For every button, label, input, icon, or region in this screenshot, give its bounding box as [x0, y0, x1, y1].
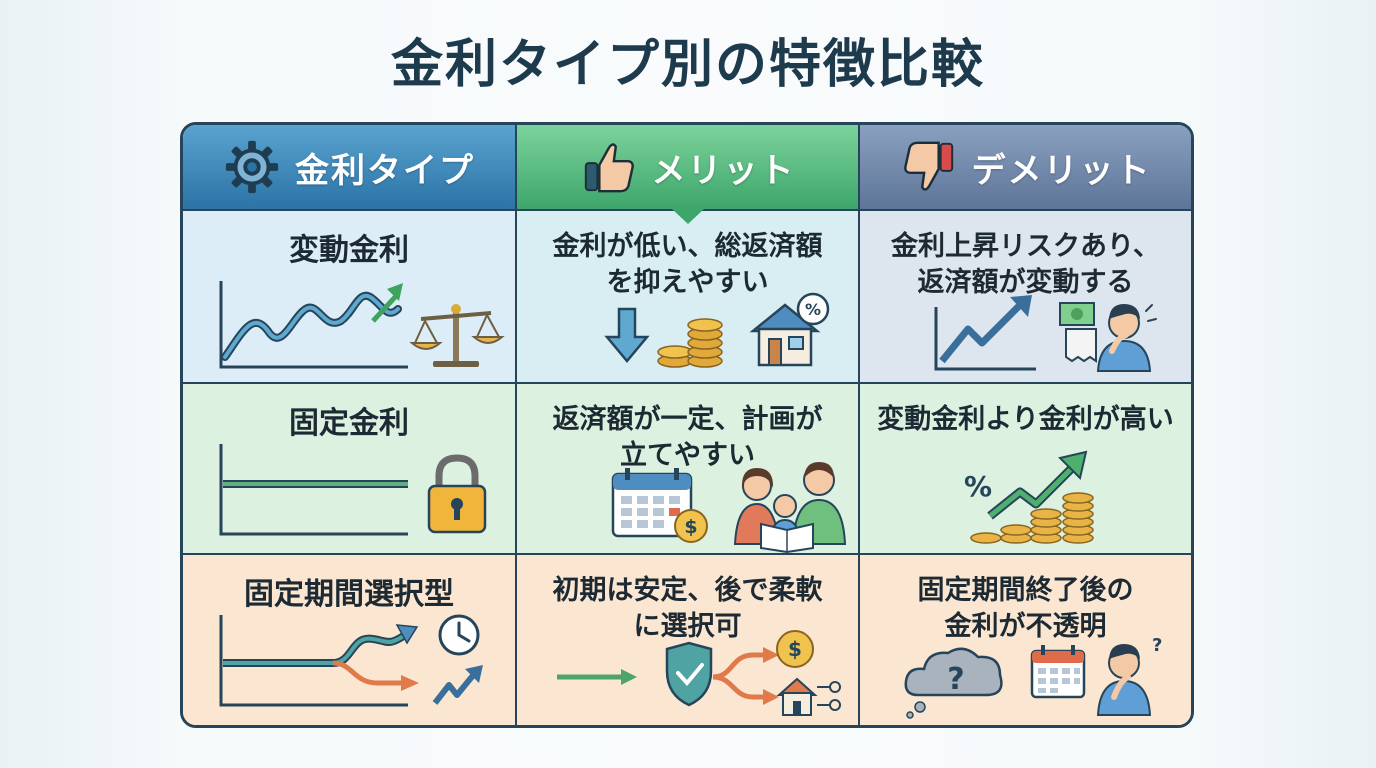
clock-icon	[438, 614, 480, 656]
coin-stack-icon	[657, 318, 723, 368]
row-period-demerit: 固定期間終了後の 金利が不透明 ?	[860, 555, 1191, 725]
thumbs-up-icon	[584, 143, 634, 193]
trend-arrow-icon	[432, 665, 483, 705]
arrow-shield-check-icon	[557, 641, 779, 707]
question-mark: ?	[1152, 635, 1162, 656]
type-label-fixed: 固定金利	[289, 406, 409, 441]
thumbs-down-icon	[903, 141, 953, 191]
dollar-sign: $	[684, 516, 697, 538]
down-arrow-icon	[604, 307, 650, 363]
page-title: 金利タイプ別の特徴比較	[390, 35, 985, 95]
row-fixed-type: 固定金利	[183, 384, 517, 555]
row-period-type: 固定期間選択型	[183, 555, 517, 725]
dollar-coin-icon: $	[674, 509, 708, 543]
family-icon	[733, 462, 847, 553]
header-interest-type: 金利タイプ	[183, 125, 517, 211]
dollar-coin-icon: $	[776, 630, 814, 668]
demerit-text-variable: 金利上昇リスクあり、 返済額が変動する	[891, 231, 1160, 298]
percent-sign: %	[964, 470, 992, 503]
padlock-icon	[427, 454, 487, 534]
rising-arrow-chart-icon	[934, 295, 1036, 371]
header-label-type: 金利タイプ	[295, 150, 475, 191]
header-demerit: デメリット	[860, 125, 1191, 211]
row-period-merit: 初期は安定、後で柔軟 に選択可 $	[517, 555, 860, 725]
row-variable-type: 変動金利	[183, 211, 517, 384]
row-variable-merit: 金利が低い、総返済額 を抑えやすい %	[517, 211, 860, 384]
question-mark: ?	[947, 662, 964, 697]
balance-scale-icon	[409, 304, 505, 367]
merit-text-fixed: 返済額が一定、計画が 立てやすい	[552, 404, 823, 471]
merit-text-period: 初期は安定、後で柔軟 に選択可	[552, 575, 823, 642]
question-cloud-icon: ?	[904, 647, 1003, 719]
header-notch	[671, 209, 704, 224]
house-percent-icon: %	[749, 292, 830, 367]
flat-line-chart-icon	[219, 444, 408, 536]
coin-stacks-icon	[970, 492, 1094, 544]
house-options-icon	[776, 677, 841, 716]
row-fixed-demerit: 変動金利より金利が高い %	[860, 384, 1191, 555]
comparison-table: 金利タイプ メリット デメリット 変動金利	[180, 122, 1194, 728]
merit-text-variable: 金利が低い、総返済額 を抑えやすい	[552, 231, 823, 298]
worried-person-bill-icon	[1059, 302, 1157, 372]
header-merit: メリット	[517, 125, 860, 224]
gear-icon	[225, 140, 279, 194]
header-label-demerit: デメリット	[971, 150, 1152, 191]
row-fixed-merit: 返済額が一定、計画が 立てやすい $	[517, 384, 860, 555]
demerit-text-period: 固定期間終了後の 金利が不透明	[917, 575, 1134, 642]
percent-sign: %	[805, 300, 821, 319]
type-label-variable: 変動金利	[289, 233, 409, 268]
demerit-text-fixed: 変動金利より金利が高い	[877, 404, 1174, 435]
branching-arrows-chart-icon	[219, 615, 419, 707]
dollar-sign: $	[788, 637, 802, 661]
wave-line-chart-icon	[219, 281, 408, 369]
row-variable-demerit: 金利上昇リスクあり、 返済額が変動する	[860, 211, 1191, 384]
header-label-merit: メリット	[651, 150, 796, 191]
thinking-person-icon: ?	[1096, 635, 1162, 716]
calendar-icon	[1030, 645, 1086, 699]
percent-rising-arrow-icon: %	[964, 450, 1088, 520]
calendar-icon	[611, 468, 693, 538]
type-label-period: 固定期間選択型	[244, 577, 454, 612]
